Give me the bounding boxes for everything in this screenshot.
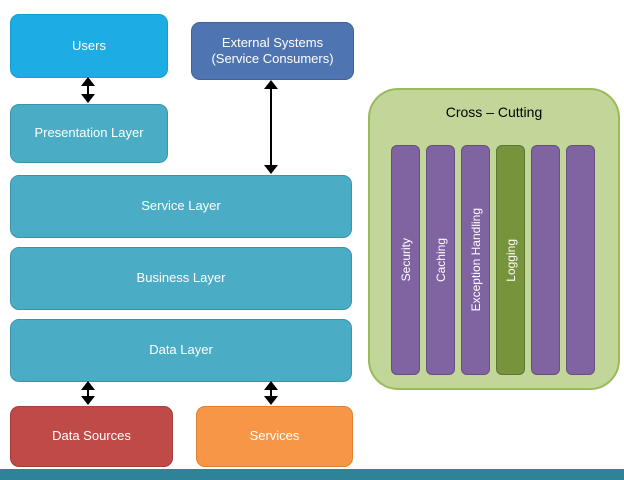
exception-handling-label: Exception Handling — [468, 208, 483, 312]
double-arrow-datalayer-datasources — [81, 381, 95, 405]
security-label: Security — [398, 238, 413, 282]
arrow-line — [87, 388, 89, 398]
exception-handling-bar: Exception Handling — [461, 145, 490, 375]
external-systems-label-line2: (Service Consumers) — [211, 51, 334, 66]
business-layer-label: Business Layer — [136, 270, 226, 286]
double-arrow-users-presentation — [81, 77, 95, 103]
presentation-layer-label: Presentation Layer — [34, 125, 144, 141]
arrow-line — [87, 84, 89, 96]
caching-bar: Caching — [426, 145, 455, 375]
cross-cutting-container: Cross – Cutting Security Caching Excepti… — [368, 88, 620, 390]
logging-label: Logging — [503, 238, 518, 282]
business-layer-box: Business Layer — [10, 247, 352, 310]
external-systems-box: External Systems (Service Consumers) — [191, 22, 354, 80]
double-arrow-external-service — [264, 80, 278, 174]
bottom-accent-strip — [0, 469, 624, 480]
unlabeled-bar-1 — [531, 145, 560, 375]
users-box: Users — [10, 14, 168, 78]
services-label: Services — [249, 428, 300, 444]
presentation-layer-box: Presentation Layer — [10, 104, 168, 163]
external-systems-label-line1: External Systems — [221, 34, 324, 50]
data-layer-label: Data Layer — [149, 342, 213, 358]
data-sources-box: Data Sources — [10, 406, 173, 467]
unlabeled-bar-2 — [566, 145, 595, 375]
users-label: Users — [72, 37, 106, 53]
arrow-line — [270, 388, 272, 398]
data-layer-box: Data Layer — [10, 319, 352, 382]
data-sources-label: Data Sources — [52, 428, 131, 444]
arrow-line — [270, 87, 272, 167]
logging-bar: Logging — [496, 145, 525, 375]
caching-label: Caching — [433, 237, 448, 283]
services-box: Services — [196, 406, 353, 467]
service-layer-label: Service Layer — [141, 198, 221, 214]
security-bar: Security — [391, 145, 420, 375]
double-arrow-datalayer-services — [264, 381, 278, 405]
external-systems-label: External Systems (Service Consumers) — [211, 35, 333, 68]
service-layer-box: Service Layer — [10, 175, 352, 238]
cross-cutting-title: Cross – Cutting — [445, 104, 543, 120]
